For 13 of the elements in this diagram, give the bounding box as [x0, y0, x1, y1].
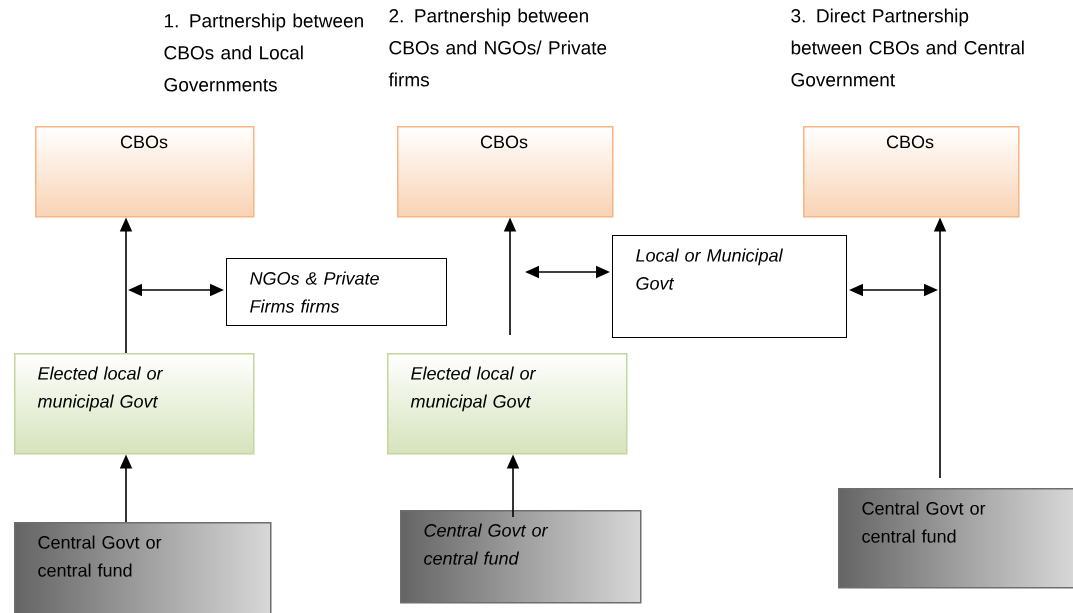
local-government-box: Elected local or municipal Govt — [387, 353, 628, 455]
heading: 1. Partnership between CBOs and Local Governments — [164, 13, 363, 92]
heading: 2. Partnership between CBOs and NGOs/ Private firms — [388, 8, 607, 87]
local-government-box: Elected local or municipal Govt — [14, 353, 255, 455]
cbo-box: CBOs — [35, 126, 255, 218]
partner-box: NGOs & Private Firms firms — [226, 258, 447, 326]
cbo-box: CBOs — [803, 126, 1020, 218]
cbo-box: CBOs — [397, 126, 614, 218]
central-fund-box: Central Govt or central fund — [400, 510, 642, 604]
central-fund-box: Central Govt or central fund — [838, 488, 1073, 589]
heading: 3. Direct Partnership between CBOs and Central Government — [791, 8, 1024, 87]
central-fund-box: Central Govt or central fund — [14, 522, 272, 613]
partner-box: Local or Municipal Govt — [612, 235, 847, 338]
